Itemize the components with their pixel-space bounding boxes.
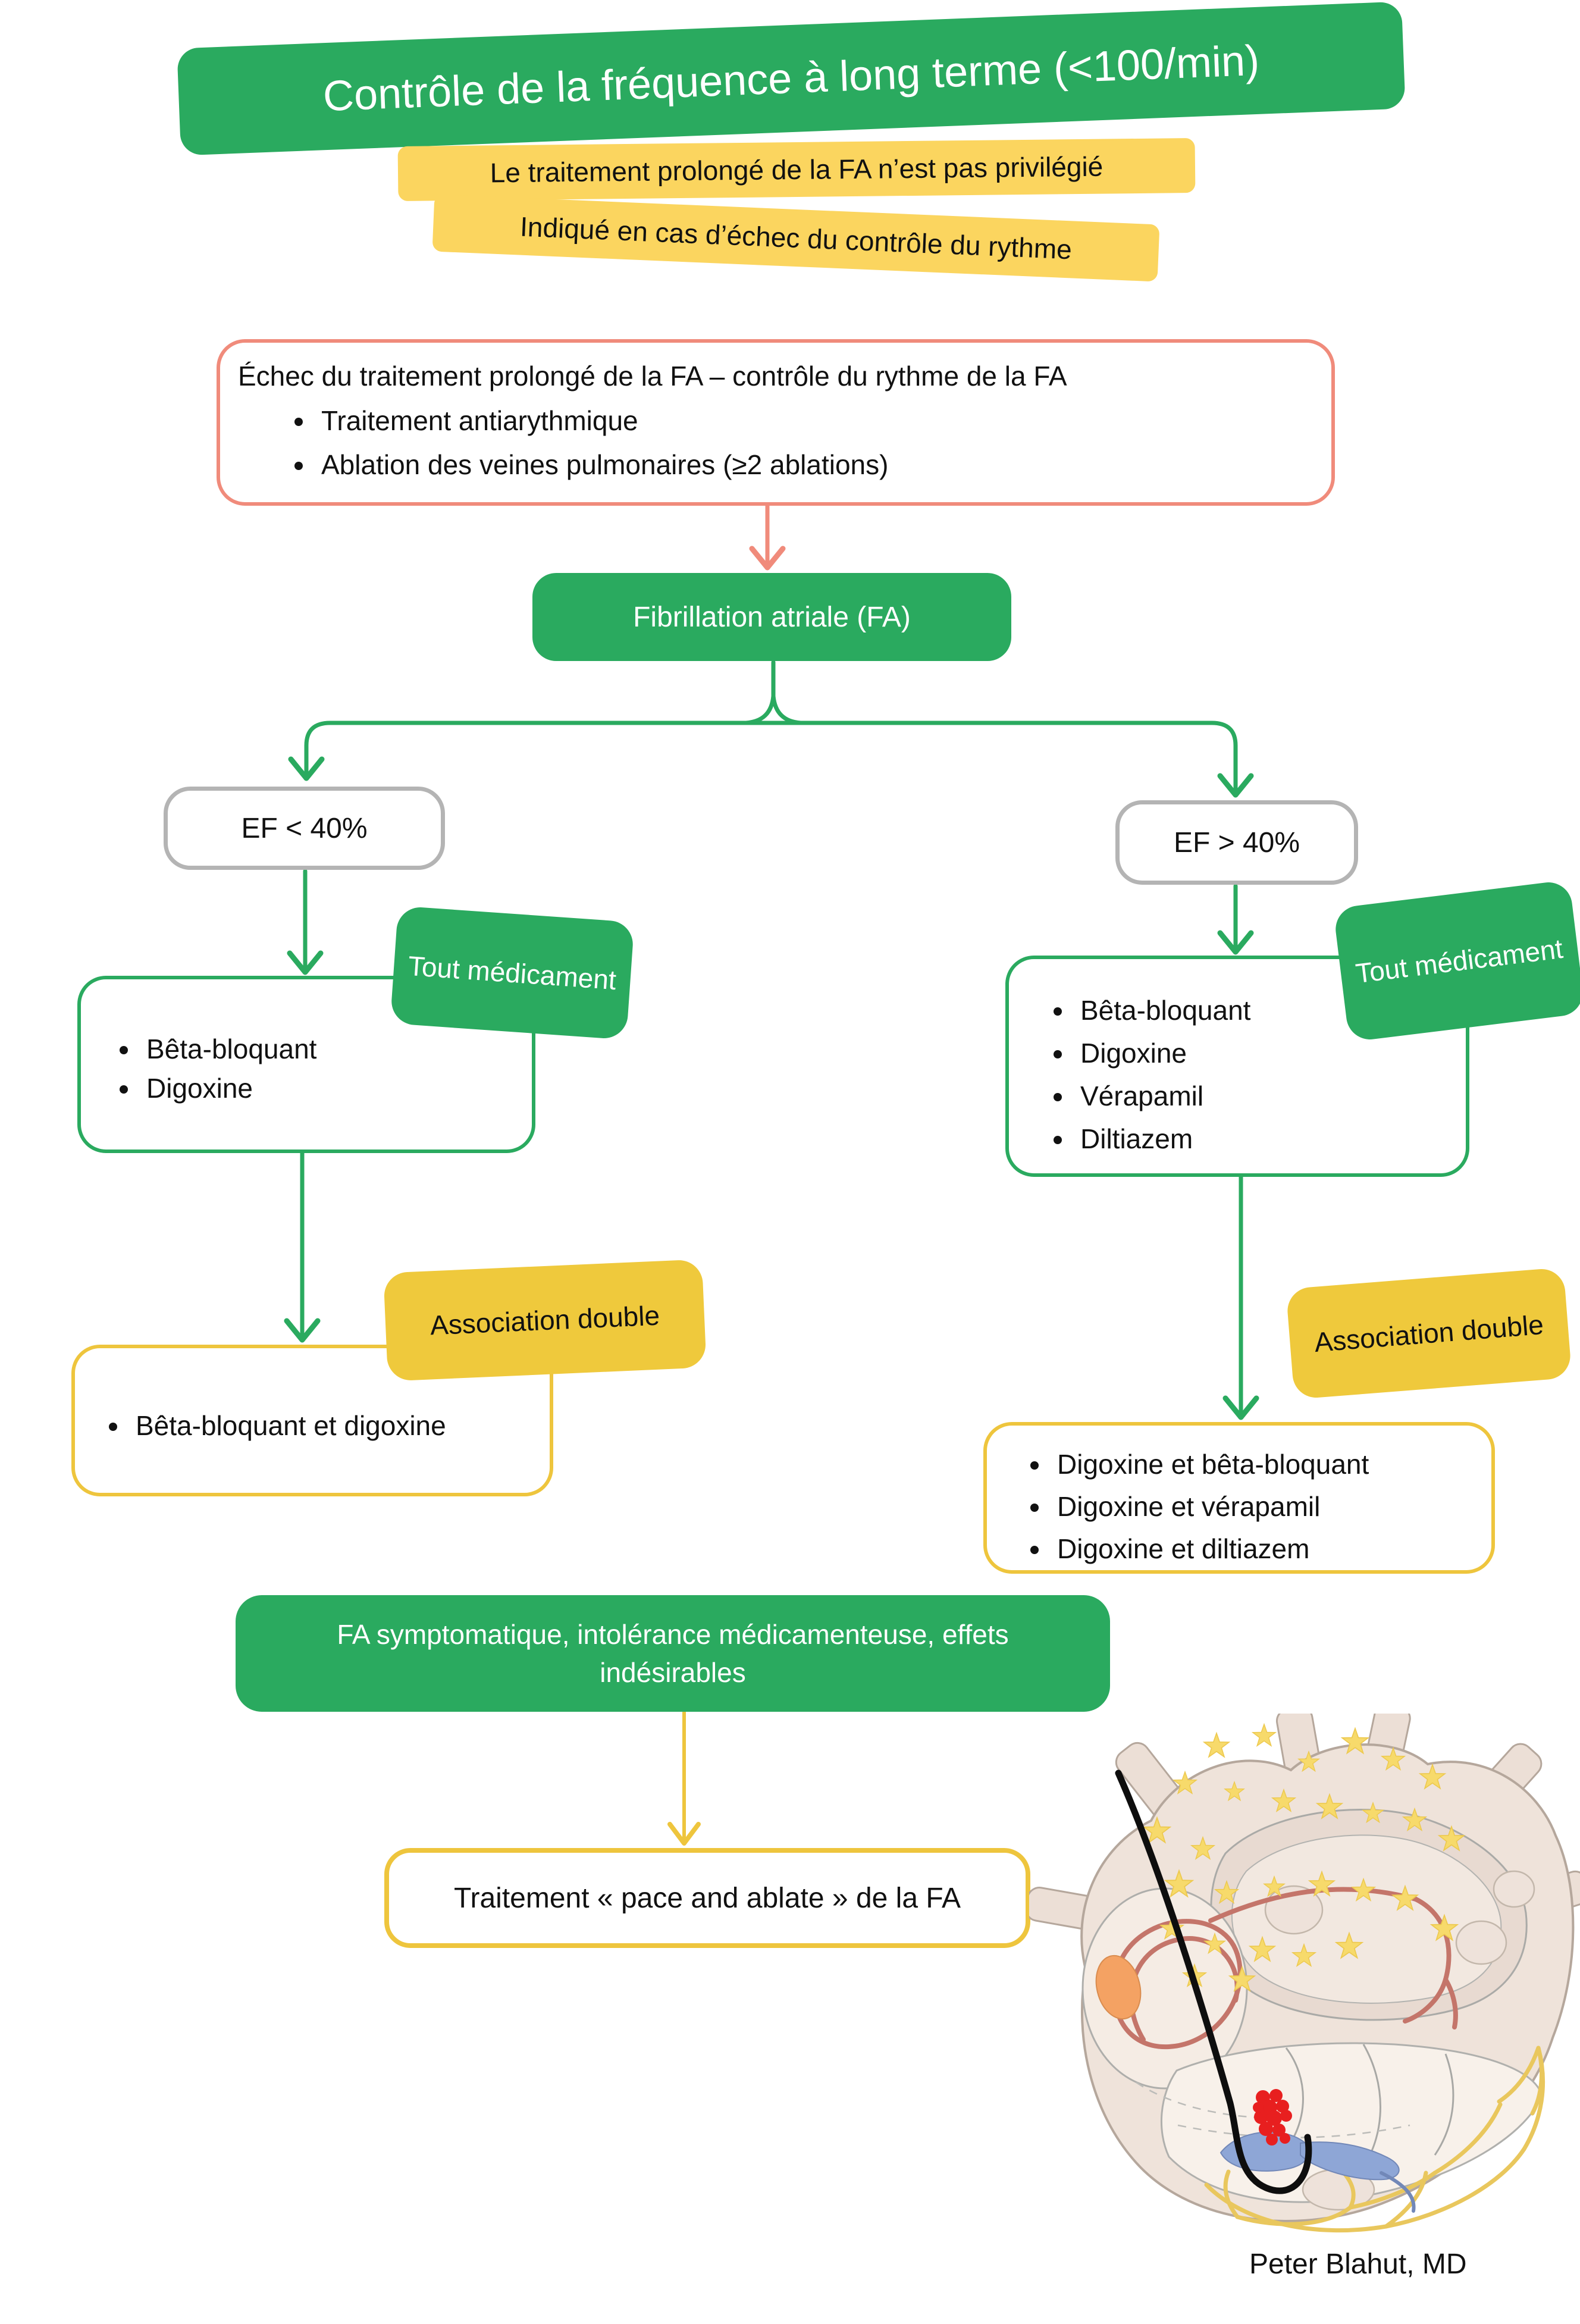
drug-item: Vérapamil — [1074, 1075, 1466, 1117]
right-combo-box: Digoxine et bêta-bloquant Digoxine et vé… — [983, 1422, 1495, 1574]
drug-item: Digoxine — [1074, 1032, 1466, 1075]
fa-node-text: Fibrillation atriale (FA) — [633, 601, 911, 633]
combo-item: Digoxine et diltiazem — [1051, 1528, 1491, 1570]
failure-box-title: Échec du traitement prolongé de la FA – … — [238, 361, 1067, 391]
drug-item: Diltiazem — [1074, 1117, 1466, 1160]
drug-item: Bêta-bloquant — [1074, 989, 1466, 1032]
heart-illustration — [1029, 1714, 1580, 2233]
page-title-text: Contrôle de la fréquence à long terme (<… — [322, 36, 1261, 121]
arrow-left-ef-to-drugs — [287, 869, 324, 975]
right-combo-label: Association double — [1286, 1267, 1572, 1400]
author-credit-text: Peter Blahut, MD — [1249, 2248, 1467, 2280]
fa-node: Fibrillation atriale (FA) — [532, 573, 1011, 661]
subtitle-not-preferred-text: Le traitement prolongé de la FA n’est pa… — [490, 151, 1104, 189]
arrow-fa-split — [288, 660, 1254, 798]
subtitle-indication-text: Indiqué en cas d’échec du contrôle du ry… — [519, 211, 1073, 265]
arrow-right-drugs-to-combo — [1222, 1173, 1259, 1420]
drug-item: Bêta-bloquant — [140, 1029, 532, 1069]
left-drugs-box: Bêta-bloquant Digoxine — [77, 976, 535, 1153]
author-credit: Peter Blahut, MD — [1249, 2248, 1466, 2281]
left-combo-label: Association double — [383, 1259, 707, 1382]
condition-ef-lt-40-text: EF < 40% — [241, 812, 368, 844]
right-any-drug-label-text: Tout médicament — [1353, 932, 1565, 989]
drug-item: Digoxine — [140, 1069, 532, 1108]
condition-ef-lt-40: EF < 40% — [164, 787, 445, 870]
symptomatic-node: FA symptomatique, intolérance médicament… — [236, 1595, 1110, 1712]
subtitle-not-preferred: Le traitement prolongé de la FA n’est pa… — [397, 137, 1196, 202]
right-any-drug-label: Tout médicament — [1333, 879, 1580, 1042]
ablation-catheter — [1115, 1769, 1312, 2194]
symptomatic-node-text: FA symptomatique, intolérance médicament… — [337, 1619, 1009, 1688]
failure-bullet: Traitement antiarythmique — [315, 399, 1313, 443]
left-combo-label-text: Association double — [429, 1299, 661, 1341]
combo-item: Digoxine et bêta-bloquant — [1051, 1443, 1491, 1486]
combo-item: Digoxine et vérapamil — [1051, 1486, 1491, 1528]
right-combo-label-text: Association double — [1313, 1308, 1545, 1358]
pace-ablate-box-text: Traitement « pace and ablate » de la FA — [453, 1882, 961, 1914]
arrow-failure-to-fa — [749, 502, 786, 571]
combo-item: Bêta-bloquant et digoxine — [130, 1408, 550, 1443]
failure-box: Échec du traitement prolongé de la FA – … — [217, 339, 1335, 506]
left-any-drug-label-text: Tout médicament — [407, 950, 617, 996]
pace-ablate-box: Traitement « pace and ablate » de la FA — [384, 1848, 1030, 1948]
condition-ef-gt-40-text: EF > 40% — [1173, 826, 1300, 859]
left-any-drug-label: Tout médicament — [390, 906, 635, 1040]
condition-ef-gt-40: EF > 40% — [1115, 800, 1358, 885]
ablation-site-dots — [1253, 2089, 1292, 2146]
arrow-right-ef-to-drugs — [1217, 884, 1254, 955]
sinus-node — [1095, 1955, 1142, 2020]
arrow-left-drugs-to-combo — [284, 1150, 321, 1343]
coronary-sinus-tail — [1380, 2171, 1416, 2213]
failure-bullet: Ablation des veines pulmonaires (≥2 abla… — [315, 443, 1313, 487]
arrow-symptomatic-to-pace — [667, 1711, 701, 1846]
